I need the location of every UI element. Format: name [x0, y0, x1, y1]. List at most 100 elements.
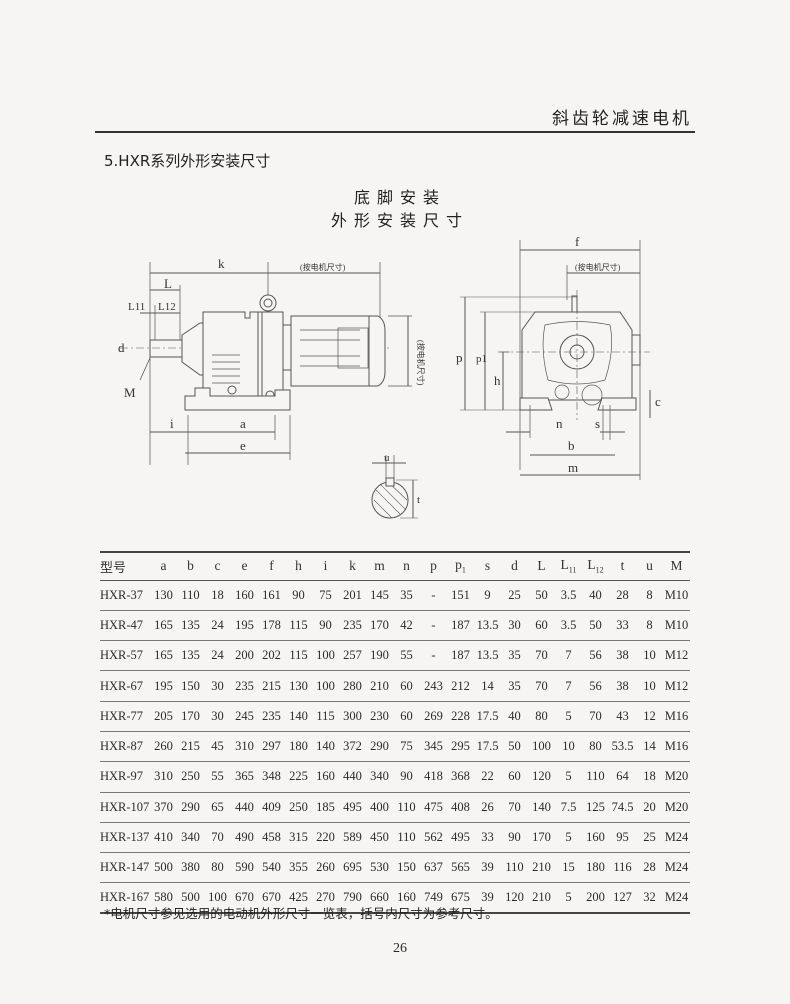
label-s: s	[595, 416, 600, 431]
dimension-cell: 13.5	[476, 648, 499, 663]
dimension-cell: 56	[589, 678, 602, 693]
diagram-title-line1: 底脚安装	[353, 188, 446, 207]
label-c: c	[655, 394, 661, 409]
dimension-cell: 310	[154, 769, 173, 784]
dimension-cell: 235	[343, 617, 362, 632]
dimension-cell: 20	[643, 799, 656, 814]
label-M: M	[124, 385, 136, 400]
dimension-drawing: k (按电机尺寸) L L11 L12 d M i a e (按电机尺寸) u …	[118, 234, 661, 519]
dimension-cell: 115	[289, 617, 308, 632]
dimension-cell: 215	[181, 739, 200, 754]
dimension-cell: 365	[235, 769, 254, 784]
dimension-cell: M16	[664, 739, 689, 754]
dimension-cell: 440	[343, 769, 362, 784]
dimension-cell: 110	[397, 799, 416, 814]
dimension-cell: 3.5	[560, 587, 577, 602]
dimension-cell: 50	[589, 617, 602, 632]
dimension-cell: 200	[235, 648, 254, 663]
dimension-cell: 590	[235, 860, 254, 875]
diagram-title-line2: 外形安装尺寸	[330, 211, 469, 230]
dimension-cell: 210	[370, 678, 389, 693]
dimension-cell: 38	[616, 648, 629, 663]
dimension-cell: 270	[316, 890, 335, 905]
dimension-cell: 660	[370, 890, 389, 905]
dimension-cell: 260	[316, 860, 335, 875]
dimension-cell: 180	[289, 739, 308, 754]
dimension-cell: 235	[262, 708, 281, 723]
dimension-cell: 33	[481, 830, 494, 845]
label-L12: L12	[158, 301, 176, 313]
column-header: t	[620, 558, 625, 574]
dimension-cell: 695	[343, 860, 362, 875]
dimension-cell: 5	[565, 830, 572, 845]
dimension-cell: 135	[181, 648, 200, 663]
dimension-cell: 200	[586, 890, 605, 905]
dimension-cell: 160	[235, 587, 254, 602]
dimension-cell: 565	[451, 860, 470, 875]
note-motor-dim-side: (按电机尺寸)	[300, 262, 346, 272]
column-header: s	[484, 558, 491, 574]
dimension-cell: 9	[484, 587, 491, 602]
dimension-cell: 70	[589, 708, 602, 723]
dimension-cell: 7	[565, 648, 572, 663]
front-view	[460, 240, 651, 480]
dimension-cell: M24	[664, 890, 689, 905]
dimension-cell: -	[431, 617, 436, 632]
dimension-cell: 475	[424, 799, 443, 814]
dimension-cell: 425	[289, 890, 308, 905]
dimension-cell: 410	[154, 830, 173, 845]
model-cell: HXR-167	[100, 890, 150, 905]
dimension-cell: -	[431, 648, 436, 663]
dimension-cell: 212	[451, 678, 470, 693]
dimension-cell: 5	[565, 708, 572, 723]
dimension-cell: 18	[211, 587, 224, 602]
dimension-cell: 50	[508, 739, 521, 754]
dimension-cell: 290	[181, 799, 200, 814]
dimension-cell: 130	[154, 587, 173, 602]
column-header: m	[374, 558, 385, 574]
dimension-cell: 43	[616, 708, 629, 723]
dimension-cell: 450	[370, 830, 389, 845]
dimension-cell: 40	[589, 587, 602, 602]
dimension-cell: 161	[262, 587, 281, 602]
dimension-cell: 80	[535, 708, 548, 723]
column-header: e	[241, 558, 248, 574]
dimension-cell: 280	[343, 678, 362, 693]
column-header: u	[646, 558, 653, 574]
dimension-cell: 372	[343, 739, 362, 754]
dimension-cell: 440	[235, 799, 254, 814]
key-section-view	[371, 455, 418, 519]
dimension-cell: 60	[400, 708, 413, 723]
dimension-cell: 28	[643, 860, 656, 875]
dimension-cell: 408	[451, 799, 470, 814]
dimension-cell: 12	[643, 708, 656, 723]
dimension-cell: 53.5	[611, 739, 634, 754]
dimension-cell: 235	[235, 678, 254, 693]
dimension-cell: 56	[589, 648, 602, 663]
dimension-cell: 18	[643, 769, 656, 784]
dimension-cell: 39	[481, 860, 494, 875]
dimension-cell: M20	[664, 769, 689, 784]
side-view	[120, 262, 412, 465]
dimension-cell: 170	[532, 830, 551, 845]
dimension-cell: 205	[154, 708, 173, 723]
dimension-cell: M10	[664, 587, 689, 602]
dimension-cell: 26	[481, 799, 494, 814]
dimension-cell: 70	[211, 830, 224, 845]
dimension-cell: 55	[400, 648, 413, 663]
dimension-cell: 70	[535, 678, 548, 693]
dimension-cell: 60	[400, 678, 413, 693]
dimension-cell: 195	[154, 678, 173, 693]
dimension-cell: 70	[535, 648, 548, 663]
column-header: d	[511, 558, 518, 574]
footnote: *电机尺寸参见选用的电动机外形尺寸一览表，括号内尺寸为参考尺寸。	[104, 906, 498, 921]
dimension-cell: 190	[370, 648, 389, 663]
label-b: b	[568, 438, 575, 453]
dimension-cell: 110	[181, 587, 200, 602]
